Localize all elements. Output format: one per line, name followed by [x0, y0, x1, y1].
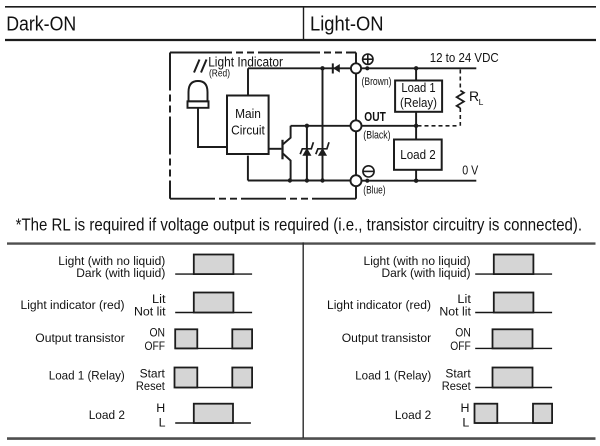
svg-text:Load 2: Load 2 [400, 148, 436, 162]
svg-text:*The RL is required if voltage: *The RL is required if voltage output is… [16, 215, 583, 235]
svg-text:OFF: OFF [145, 339, 166, 353]
svg-text:Lit: Lit [152, 292, 166, 306]
svg-text:OUT: OUT [364, 109, 386, 124]
svg-text:12 to 24 VDC: 12 to 24 VDC [430, 51, 499, 65]
svg-text:Load 1 (Relay): Load 1 (Relay) [355, 369, 431, 383]
svg-text:Output transistor: Output transistor [342, 331, 432, 345]
svg-text:Light (with no liquid): Light (with no liquid) [58, 254, 165, 268]
svg-text:Dark-ON: Dark-ON [6, 14, 76, 36]
svg-text:Dark (with liquid): Dark (with liquid) [76, 266, 165, 280]
svg-text:Not lit: Not lit [439, 304, 471, 318]
svg-text:Load 1 (Relay): Load 1 (Relay) [49, 369, 125, 383]
svg-text:Light (with no liquid): Light (with no liquid) [364, 254, 471, 268]
svg-text:Main: Main [235, 107, 261, 121]
svg-text:Light indicator (red): Light indicator (red) [327, 298, 431, 312]
svg-text:Dark (with liquid): Dark (with liquid) [382, 266, 471, 280]
svg-text:Load 2: Load 2 [89, 408, 125, 422]
svg-text:(Brown): (Brown) [362, 76, 392, 88]
svg-text:(Black): (Black) [363, 130, 390, 142]
svg-text:L: L [479, 97, 484, 107]
svg-text:R: R [469, 88, 479, 104]
svg-text:ON: ON [455, 325, 471, 339]
svg-text:H: H [461, 401, 470, 415]
svg-text:(Relay): (Relay) [400, 96, 437, 110]
svg-text:Not lit: Not lit [134, 304, 166, 318]
svg-text:Reset: Reset [136, 379, 165, 393]
svg-text:(Red): (Red) [209, 68, 230, 80]
svg-text:Load 2: Load 2 [395, 408, 431, 422]
svg-text:Circuit: Circuit [231, 124, 265, 138]
svg-text:Reset: Reset [442, 379, 471, 393]
svg-text:L: L [159, 416, 166, 430]
svg-text:0 V: 0 V [462, 163, 478, 177]
svg-text:L: L [462, 416, 469, 430]
svg-text:H: H [156, 401, 165, 415]
svg-text:Output transistor: Output transistor [35, 331, 125, 345]
svg-text:Light Indicator: Light Indicator [208, 54, 283, 69]
svg-text:(Blue): (Blue) [363, 185, 385, 197]
svg-text:Load 1: Load 1 [401, 81, 435, 95]
svg-text:Start: Start [445, 366, 471, 380]
svg-text:OFF: OFF [450, 339, 471, 353]
svg-text:Lit: Lit [457, 292, 471, 306]
svg-text:Light-ON: Light-ON [310, 14, 384, 36]
svg-text:Start: Start [140, 366, 166, 380]
svg-text:Light indicator (red): Light indicator (red) [21, 298, 125, 312]
svg-text:ON: ON [150, 325, 166, 339]
